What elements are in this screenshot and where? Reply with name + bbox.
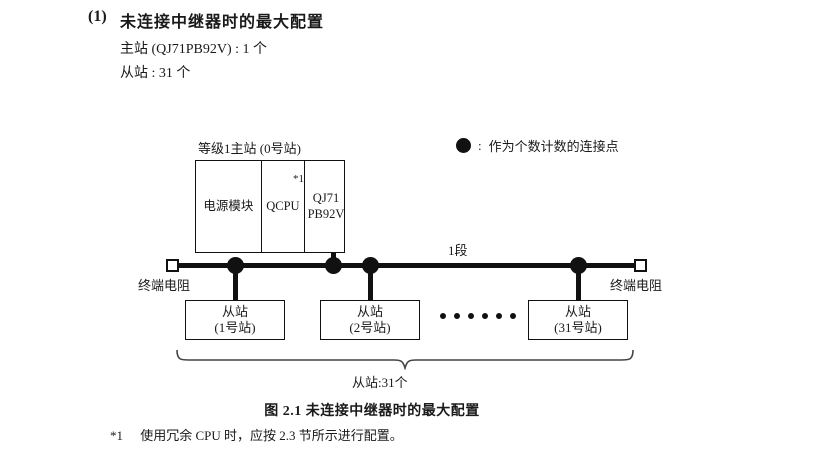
slave-2-drop-line	[368, 263, 373, 300]
module-qcpu-label: QCPU	[266, 198, 300, 213]
ellipsis-dot	[510, 313, 516, 319]
page-title: 未连接中继器时的最大配置	[120, 14, 325, 31]
master-station-box: 电源模块 QCPU *1 QJ71 PB92V	[195, 160, 345, 253]
slave-31-station: (31号站)	[554, 320, 602, 335]
slave-count-brace	[176, 349, 634, 370]
heading-number: (1)	[88, 8, 107, 25]
ellipsis-dot	[454, 313, 460, 319]
terminator-right-label: 终端电阻	[610, 278, 663, 293]
module-qj71pb92v-line2: PB92V	[307, 206, 345, 221]
footnote: *1 使用冗余 CPU 时，应按 2.3 节所示进行配置。	[110, 425, 403, 444]
footnote-marker-1: *1	[293, 173, 304, 185]
slave-station-box-1: 从站 (1号站)	[185, 300, 285, 340]
slave-1-title: 从站	[221, 303, 248, 319]
legend-label: 作为个数计数的连接点	[488, 139, 619, 154]
filled-circle-icon	[456, 138, 471, 153]
footnote-mark: *1	[110, 428, 123, 443]
slave-1-drop-line	[233, 263, 238, 300]
slave-2-title: 从站	[356, 303, 383, 319]
module-power-supply: 电源模块	[196, 161, 262, 252]
ellipsis-dot	[440, 313, 446, 319]
terminator-resistor-right-icon	[634, 259, 647, 272]
slave-31-title: 从站	[564, 303, 591, 319]
connection-dot-master	[325, 257, 342, 274]
ellipsis-dot	[482, 313, 488, 319]
master-station-label: 等级1主站 (0号站)	[198, 141, 301, 156]
slave-station-box-2: 从站 (2号站)	[320, 300, 420, 340]
slave-1-station: (1号站)	[214, 320, 256, 335]
slave-station-box-31: 从站 (31号站)	[528, 300, 628, 340]
segment-label: 1段	[448, 243, 468, 258]
figure-caption: 图 2.1 未连接中继器时的最大配置	[264, 404, 480, 419]
terminator-resistor-left-icon	[166, 259, 179, 272]
slave-count-label: 从站:31个	[352, 375, 408, 390]
slave-31-drop-line	[576, 263, 581, 300]
ellipsis-dot	[496, 313, 502, 319]
module-qcpu: QCPU *1	[262, 161, 305, 252]
footnote-text: 使用冗余 CPU 时，应按 2.3 节所示进行配置。	[140, 428, 403, 443]
bus-trunk-line	[176, 263, 638, 268]
slave-ellipsis	[440, 313, 516, 319]
terminator-left-label: 终端电阻	[138, 278, 191, 293]
slave-2-station: (2号站)	[349, 320, 391, 335]
spec-slave-count: 从站 : 31 个	[120, 66, 191, 81]
legend-colon: :	[478, 137, 482, 153]
legend: : 作为个数计数的连接点	[456, 136, 619, 155]
spec-master-count: 主站 (QJ71PB92V) : 1 个	[120, 42, 268, 57]
module-qj71pb92v: QJ71 PB92V	[305, 161, 345, 252]
ellipsis-dot	[468, 313, 474, 319]
module-qj71pb92v-line1: QJ71	[312, 190, 340, 205]
